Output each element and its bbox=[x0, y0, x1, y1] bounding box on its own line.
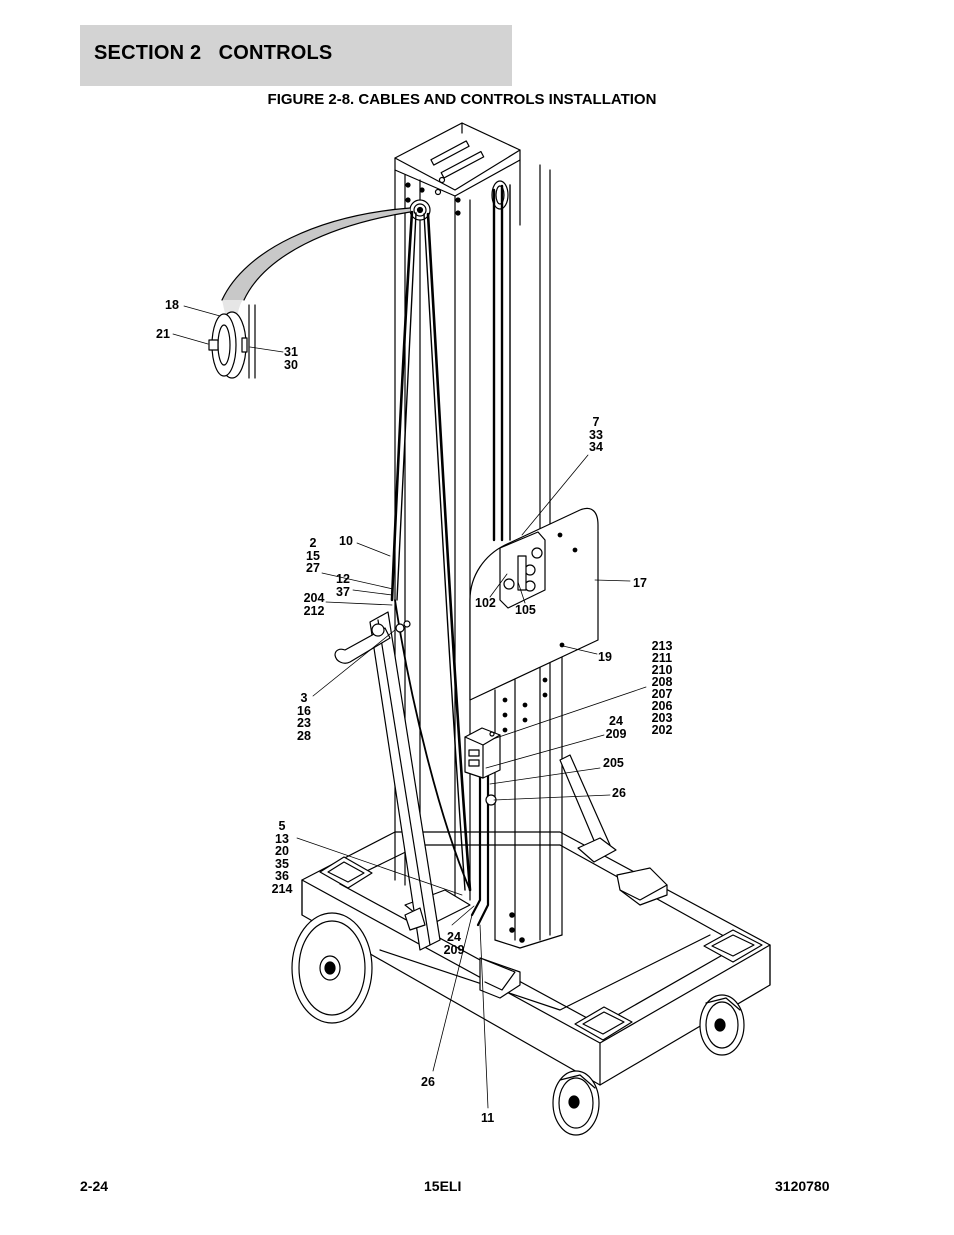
section-header: SECTION 2 CONTROLS bbox=[80, 25, 512, 86]
callout-2-15-27: 2 15 27 bbox=[306, 536, 320, 575]
figure-title: FIGURE 2-8. CABLES AND CONTROLS INSTALLA… bbox=[267, 91, 657, 108]
page-number: 2-24 bbox=[80, 1178, 109, 1194]
leader-lines bbox=[172, 305, 647, 1109]
platform-plate bbox=[469, 507, 599, 701]
callout-26-upper: 26 bbox=[612, 786, 626, 800]
rear-caster-right bbox=[699, 994, 745, 1056]
rear-caster-left bbox=[552, 1070, 600, 1136]
callout-204-212: 204 212 bbox=[303, 591, 325, 618]
callout-3-group: 3 16 23 28 bbox=[297, 691, 311, 743]
callout-213-group: 213 211 210 208 207 206 203 202 bbox=[651, 639, 673, 737]
sheave-detail bbox=[208, 207, 411, 379]
callout-102: 102 bbox=[475, 596, 496, 610]
control-box bbox=[464, 727, 501, 806]
callout-18: 18 bbox=[165, 298, 179, 312]
outrigger-lever bbox=[334, 611, 617, 951]
callout-105: 105 bbox=[515, 603, 536, 617]
callout-11: 11 bbox=[481, 1111, 495, 1125]
callout-26-lower: 26 bbox=[421, 1075, 435, 1089]
callout-12-37: 12 37 bbox=[336, 572, 350, 599]
callout-24-209-upper: 24 209 bbox=[605, 714, 627, 741]
front-wheel bbox=[291, 912, 373, 1024]
section-title: SECTION 2 CONTROLS bbox=[94, 42, 333, 64]
callout-31-30: 31 30 bbox=[284, 345, 298, 372]
callout-17: 17 bbox=[633, 576, 647, 590]
callout-10: 10 bbox=[339, 534, 353, 548]
callout-205: 205 bbox=[603, 756, 624, 770]
model-name: 15ELI bbox=[424, 1178, 462, 1194]
base-frame bbox=[301, 831, 771, 1086]
callout-5-group: 5 13 20 35 36 214 bbox=[271, 819, 293, 896]
callout-24-209-lower: 24 209 bbox=[443, 930, 465, 957]
callout-7-33-34: 7 33 34 bbox=[589, 415, 603, 454]
document-number: 3120780 bbox=[775, 1178, 830, 1194]
callout-19: 19 bbox=[598, 650, 612, 664]
callout-21: 21 bbox=[156, 327, 170, 341]
